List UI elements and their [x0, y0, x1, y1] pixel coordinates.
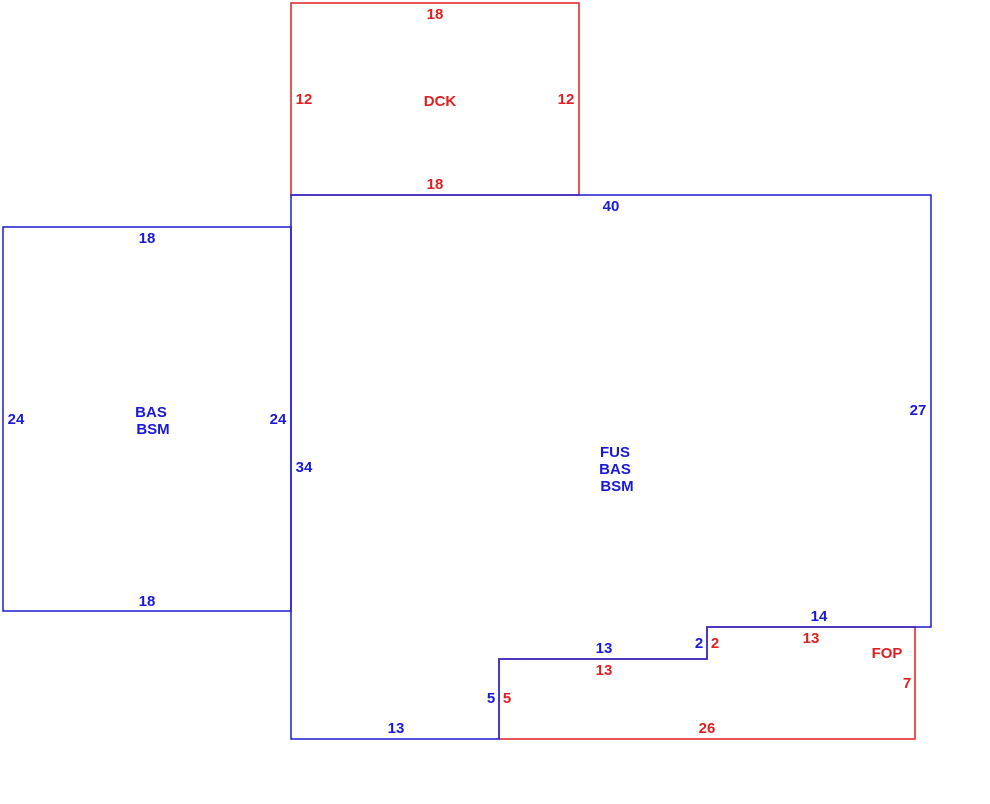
dck-top-dimension: 18 — [427, 6, 444, 23]
fop-right-dimension: 7 — [903, 675, 911, 692]
main-step-mid-dimension: 13 — [596, 640, 613, 657]
main-area-code-2: BAS — [599, 461, 631, 478]
main-top-dimension: 40 — [603, 198, 620, 215]
left-top-dimension: 18 — [139, 230, 156, 247]
main-step-vert-dimension: 2 — [695, 635, 703, 652]
left-left-dimension: 24 — [8, 411, 25, 428]
main-area-code-1: FUS — [600, 444, 630, 461]
dck-area-code: DCK — [424, 93, 457, 110]
dck-right-dimension: 12 — [558, 91, 575, 108]
fop-top-dimension: 13 — [803, 630, 820, 647]
main-area-code-3: BSM — [600, 478, 633, 495]
dck-bottom-dimension: 18 — [427, 176, 444, 193]
main-left-dimension: 34 — [296, 459, 313, 476]
fop-bottom-dimension: 26 — [699, 720, 716, 737]
main-bottom-dimension: 13 — [388, 720, 405, 737]
main-outline — [290, 194, 932, 740]
left-area-code-2: BSM — [136, 421, 169, 438]
left-bottom-dimension: 18 — [139, 593, 156, 610]
main-right-dimension: 27 — [910, 402, 927, 419]
main-step-upper-dimension: 14 — [811, 608, 828, 625]
fop-area-code: FOP — [872, 645, 903, 662]
fop-mid-dimension: 13 — [596, 662, 613, 679]
fop-left-vert-dimension: 5 — [503, 690, 511, 707]
fop-step-vert-dimension: 2 — [711, 635, 719, 652]
left-right-dimension: 24 — [270, 411, 287, 428]
main-step-lower-vert-dimension: 5 — [487, 690, 495, 707]
dck-left-dimension: 12 — [296, 91, 313, 108]
left-area-code-1: BAS — [135, 404, 167, 421]
